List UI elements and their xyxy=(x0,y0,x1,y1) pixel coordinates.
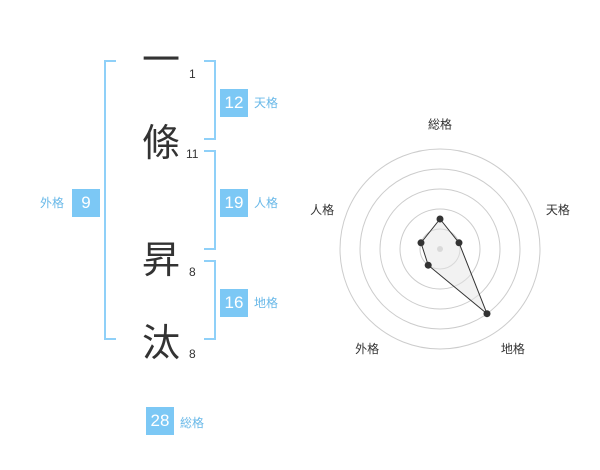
gaikaku-label: 外格 xyxy=(40,196,65,210)
radar-axis-label-1: 総格 xyxy=(428,117,452,132)
stroke-count-4: 8 xyxy=(189,347,196,361)
chikaku-badge: 16 xyxy=(220,289,248,317)
radar-axis-label-4: 外格 xyxy=(355,341,379,356)
name-char-3: 昇 xyxy=(141,238,180,282)
name-char-2: 條 xyxy=(141,121,180,165)
soukaku-label: 総格 xyxy=(180,416,205,430)
tenkaku-label: 天格 xyxy=(254,96,279,110)
radar-point-5 xyxy=(417,239,425,247)
jinkaku-badge: 19 xyxy=(220,189,248,217)
radar-axis-label-5: 人格 xyxy=(310,202,334,217)
gaikaku-bracket xyxy=(104,60,116,340)
chikaku-bracket xyxy=(204,260,216,340)
radar-point-3 xyxy=(483,310,491,318)
jinkaku-bracket xyxy=(204,150,216,250)
jinkaku-label: 人格 xyxy=(254,196,279,210)
radar-series xyxy=(417,215,491,318)
gaikaku-badge: 9 xyxy=(72,189,100,217)
chikaku-label: 地格 xyxy=(254,296,279,310)
name-char-4: 汰 xyxy=(141,321,180,365)
radar-point-4 xyxy=(424,261,432,269)
radar-polygon xyxy=(420,218,488,315)
radar-axis-label-2: 天格 xyxy=(546,202,570,217)
radar-ring-5 xyxy=(339,148,541,350)
radar-ring-2 xyxy=(399,208,481,290)
radar-axis-label-3: 地格 xyxy=(501,341,525,356)
soukaku-badge: 28 xyxy=(146,407,174,435)
radar-point-1 xyxy=(436,215,444,223)
name-char-1: 一 xyxy=(141,38,180,82)
stroke-count-1: 1 xyxy=(189,67,196,81)
stroke-count-3: 8 xyxy=(189,265,196,279)
stroke-count-2: 11 xyxy=(186,147,199,161)
radar-ring-3 xyxy=(379,188,501,310)
tenkaku-badge: 12 xyxy=(220,89,248,117)
radar-ring-4 xyxy=(359,168,521,330)
radar-point-2 xyxy=(455,239,463,247)
tenkaku-bracket xyxy=(204,60,216,140)
